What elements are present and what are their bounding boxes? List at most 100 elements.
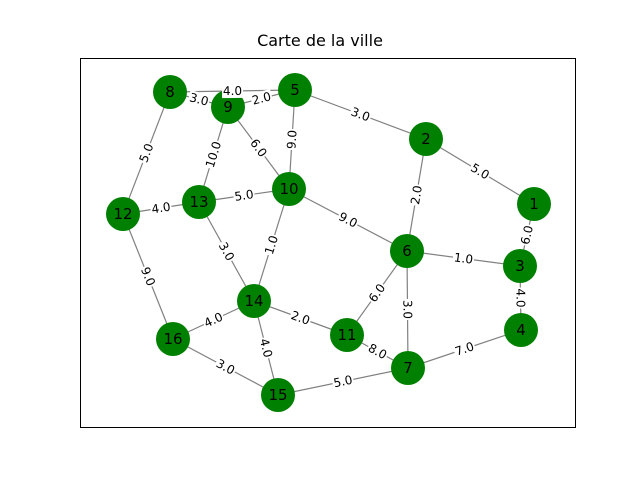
edge-weight-bg <box>284 128 300 151</box>
node-label: 13 <box>189 193 208 211</box>
edge-weight-text: 2.0 <box>408 184 425 205</box>
node-label: 11 <box>337 326 356 344</box>
node-label: 14 <box>244 292 263 310</box>
node-13: 13 <box>182 185 216 219</box>
edge-weight-text: 2.0 <box>251 89 273 107</box>
edge-weight-label: 4.0 <box>200 309 227 331</box>
edge-weight-label: 2.0 <box>249 89 274 108</box>
node-circle <box>503 249 537 283</box>
node-label: 1 <box>529 195 539 213</box>
node-circle <box>182 185 216 219</box>
node-15: 15 <box>261 378 295 412</box>
edge-weight-label: 5.0 <box>467 160 493 183</box>
node-label: 4 <box>516 321 526 339</box>
edge-weight-label: 6.0 <box>365 280 389 306</box>
node-label: 9 <box>223 98 233 116</box>
node-14: 14 <box>237 284 271 318</box>
node-circle <box>330 318 364 352</box>
node-circle <box>272 172 306 206</box>
node-11: 11 <box>330 318 364 352</box>
node-8: 8 <box>153 75 187 109</box>
edge-weight-bg <box>221 83 244 99</box>
edge-weight-text: 1.0 <box>453 250 474 266</box>
edge-labels-layer: 3.0 4.0 2.0 3.0 5.0 5.0 10.0 6.0 9.0 2.0 6.0 4.0 5.0… <box>136 83 537 391</box>
node-12: 12 <box>106 197 140 231</box>
edge-weight-bg <box>407 183 426 207</box>
edge-weight-text: 9.0 <box>336 209 359 230</box>
node-label: 5 <box>290 81 300 99</box>
edge-weight-label: 1.0 <box>452 250 475 267</box>
edge-weight-bg <box>249 89 274 108</box>
edge-weight-bg <box>331 372 355 391</box>
edge-weight-bg <box>364 340 391 363</box>
edge-weight-label: 5.0 <box>331 372 355 391</box>
edge-weight-label: 7.0 <box>452 339 477 359</box>
node-3: 3 <box>503 249 537 283</box>
node-6: 6 <box>390 234 424 268</box>
edge-weight-label: 8.0 <box>364 340 391 363</box>
node-label: 2 <box>421 130 431 148</box>
edge-weight-label: 2.0 <box>407 183 426 207</box>
edge-weight-text: 3.0 <box>188 90 210 108</box>
edge-weight-text: 3.0 <box>400 300 414 319</box>
edge-weight-label: 10.0 <box>202 138 225 171</box>
edge-weight-label: 5.0 <box>136 140 157 166</box>
edge-weight-label: 3.0 <box>212 355 239 379</box>
edge-weight-text: 7.0 <box>453 339 476 358</box>
edge-weight-bg <box>200 309 227 331</box>
edge-weight-text: 3.0 <box>349 105 372 125</box>
edge-weight-text: 1.0 <box>262 234 281 256</box>
edge-weight-label: 3.0 <box>400 298 415 321</box>
edge-weight-bg <box>365 280 389 306</box>
node-circle <box>237 284 271 318</box>
edge-weight-text: 4.0 <box>223 84 242 98</box>
edge-weight-bg <box>348 104 373 125</box>
edge-weight-bg <box>467 160 493 183</box>
edge-weight-bg <box>452 250 475 267</box>
edge-weight-bg <box>246 135 271 161</box>
edge-weight-text: 6.0 <box>247 136 270 160</box>
node-7: 7 <box>391 351 425 385</box>
edge-weight-text: 4.0 <box>257 337 275 359</box>
edge-weight-text: 4.0 <box>513 288 527 307</box>
edge-weight-bg <box>187 90 211 109</box>
edge-weight-label: 2.0 <box>288 307 313 329</box>
edge-weight-label: 5.0 <box>232 187 256 204</box>
node-label: 3 <box>515 257 525 275</box>
edge-weight-bg <box>517 223 537 247</box>
edge-weight-text: 5.0 <box>137 142 157 165</box>
edge-weight-text: 5.0 <box>234 187 255 204</box>
edge-weight-bg <box>400 298 415 321</box>
edge-weight-label: 3.0 <box>215 238 238 265</box>
edge-weight-text: 2.0 <box>289 308 312 328</box>
node-1: 1 <box>517 187 551 221</box>
node-circle <box>504 313 538 347</box>
node-10: 10 <box>272 172 306 206</box>
node-16: 16 <box>156 322 190 356</box>
edge-weight-text: 10.0 <box>203 140 224 170</box>
node-5: 5 <box>278 73 312 107</box>
edge-weight-text: 9.0 <box>284 130 299 150</box>
edge-weight-bg <box>452 339 477 359</box>
edge-weight-label: 9.0 <box>335 208 361 232</box>
edge-weight-label: 1.0 <box>261 232 282 258</box>
node-2: 2 <box>409 122 443 156</box>
node-label: 6 <box>402 242 412 260</box>
edge-weight-label: 4.0 <box>149 199 173 217</box>
edge-weight-bg <box>288 307 313 329</box>
edge-weight-bg <box>256 336 276 360</box>
node-label: 7 <box>403 359 413 377</box>
edge-weight-label: 6.0 <box>517 223 537 247</box>
edge-weight-text: 5.0 <box>332 373 354 391</box>
edge-weight-text: 4.0 <box>150 200 171 217</box>
node-circle <box>391 351 425 385</box>
node-label: 12 <box>113 205 132 223</box>
node-circle <box>517 187 551 221</box>
node-circle <box>156 322 190 356</box>
edge-weight-bg <box>136 140 157 166</box>
chart-title: Carte de la ville <box>257 31 383 50</box>
edge-weight-bg <box>513 287 528 309</box>
node-label: 10 <box>279 180 298 198</box>
edge-weight-bg <box>137 264 159 289</box>
